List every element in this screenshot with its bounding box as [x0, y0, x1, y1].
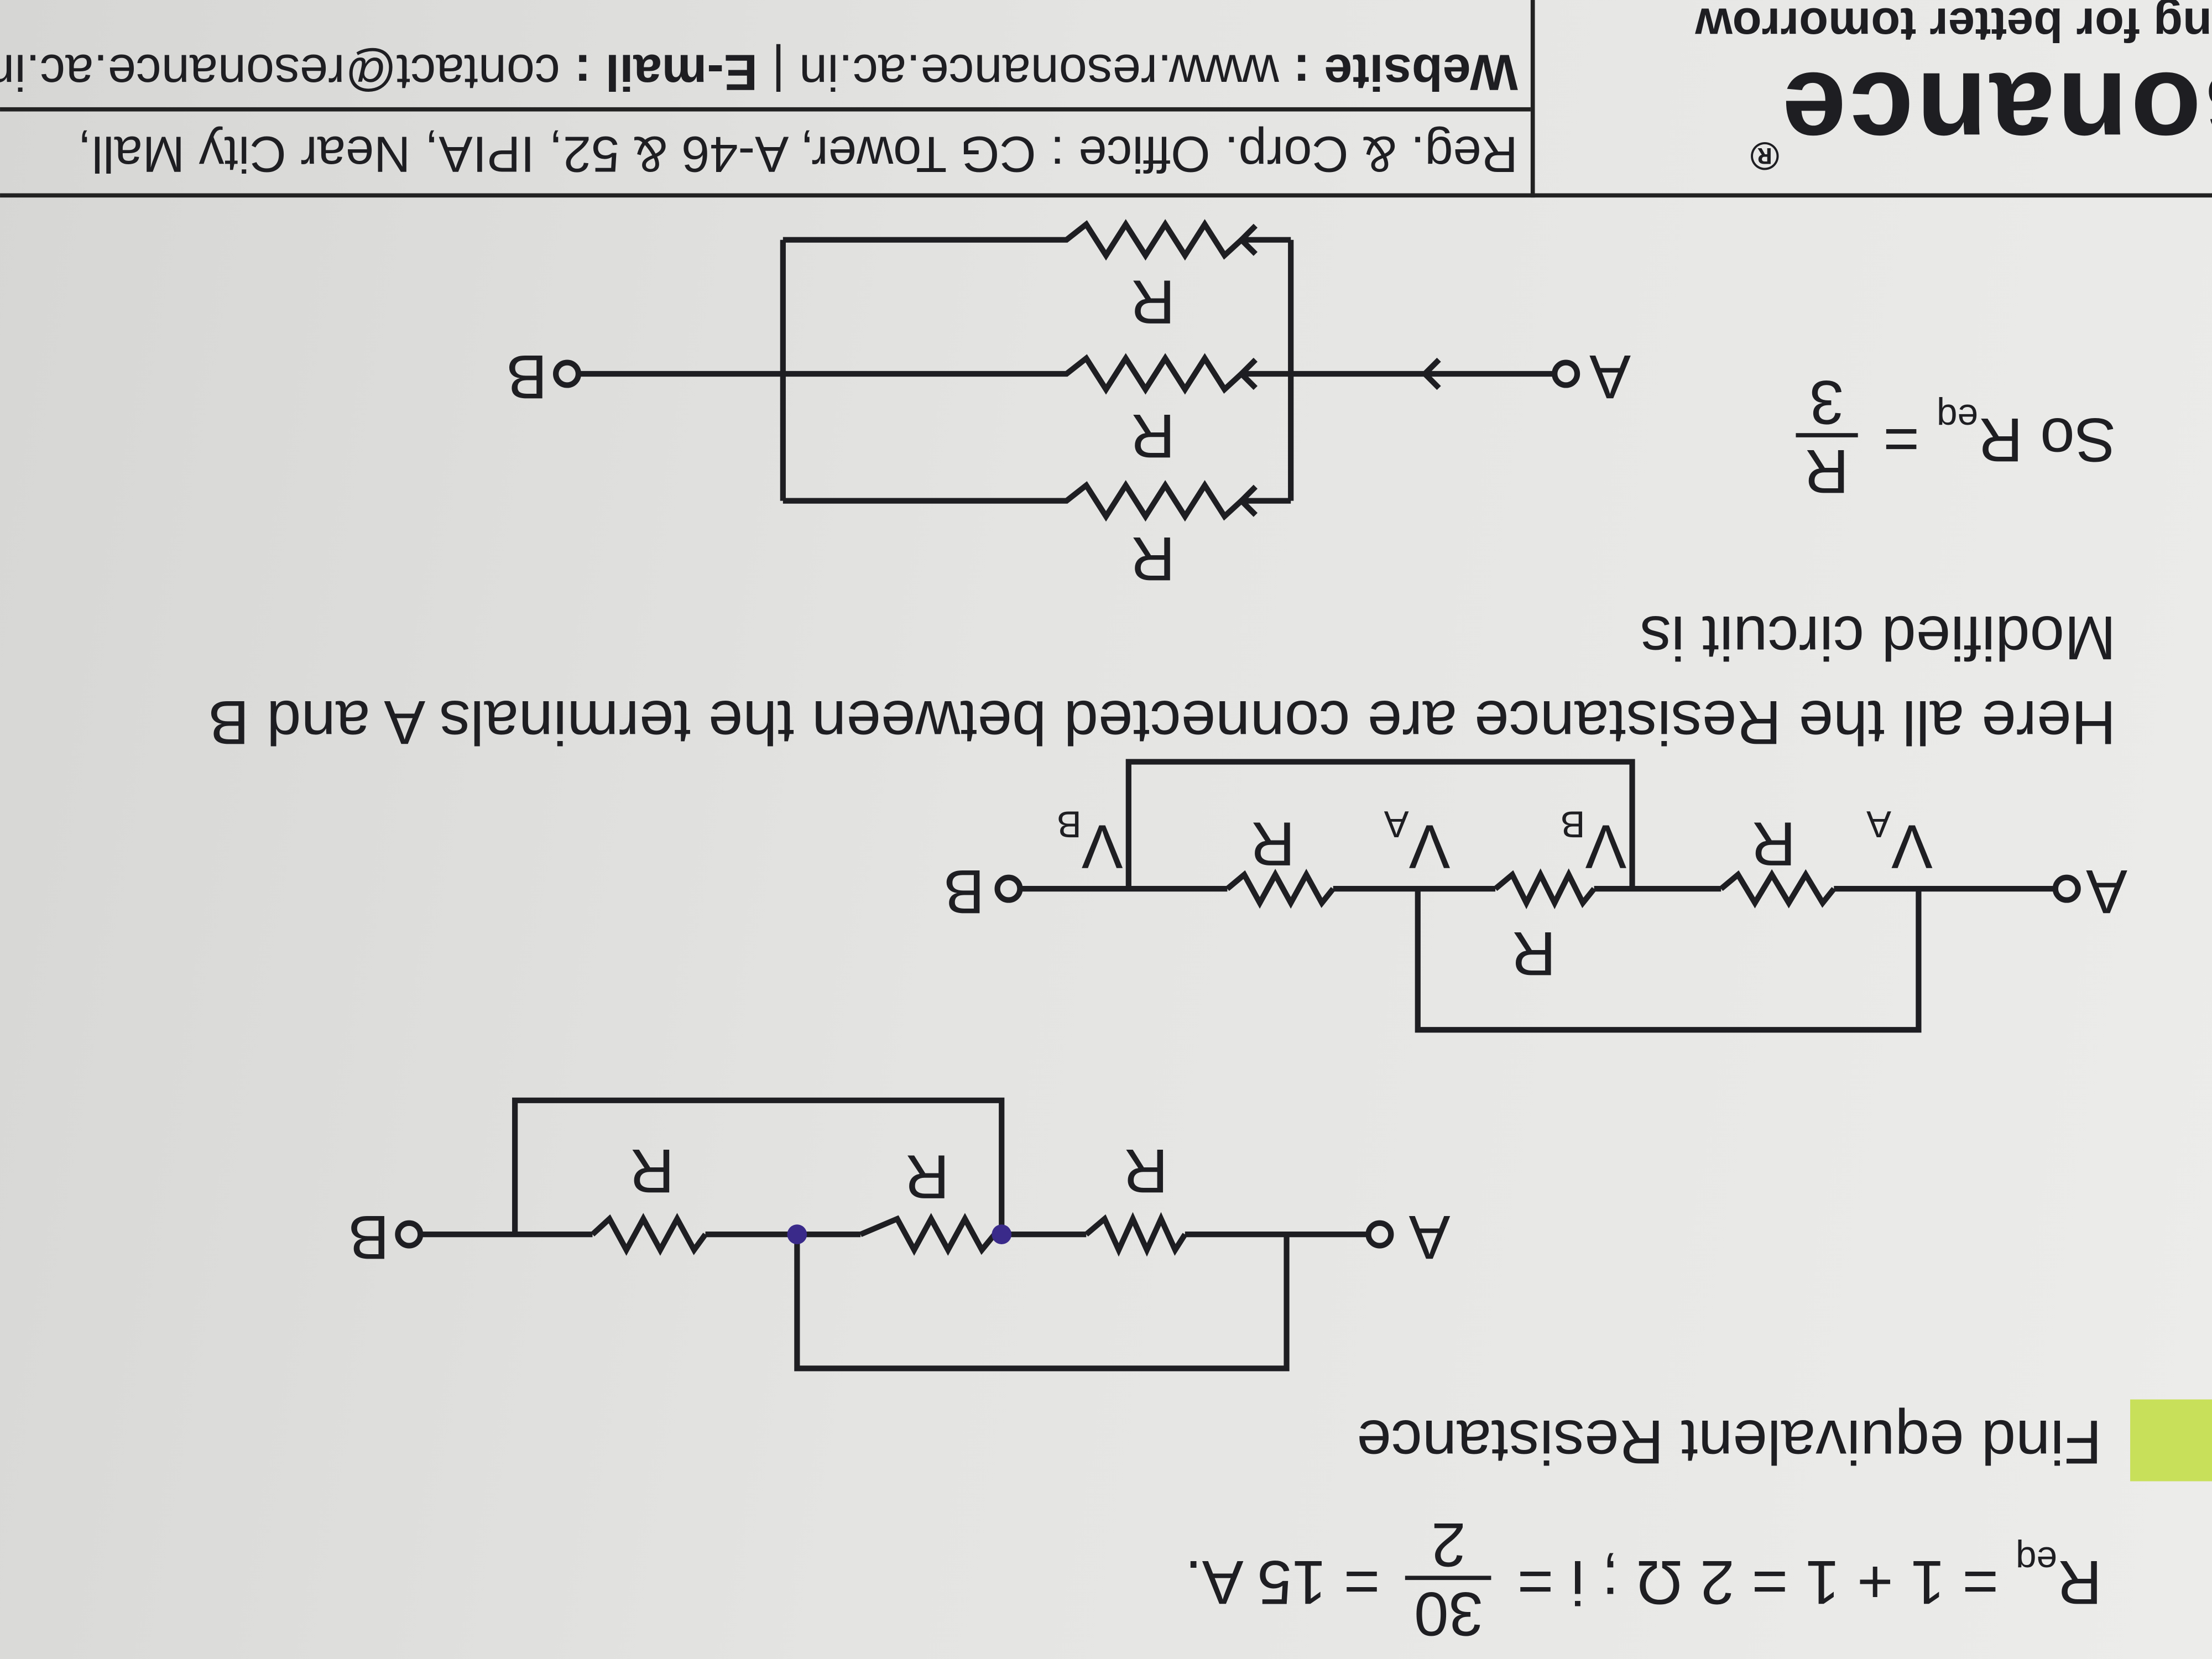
resistor-1: [1084, 1212, 1188, 1257]
address-box-divider: [0, 107, 1531, 112]
terminal-b-c2: [994, 874, 1023, 903]
arrow: [1421, 357, 1441, 390]
node-vb: VB: [1561, 802, 1627, 880]
resistor-2: [1493, 868, 1597, 910]
circuit-3: [553, 219, 1580, 522]
sub: B: [1056, 803, 1082, 846]
equals: =: [1866, 404, 1937, 474]
resistor-top: [782, 480, 1291, 522]
resistor-label: R: [1751, 808, 1796, 878]
circuit-1: [395, 1097, 1394, 1371]
office-address: Reg. & Corp. Office : CG Tower, A-46 & 5…: [77, 126, 1518, 184]
node-va: VA: [1866, 802, 1933, 880]
resistor-label: R: [904, 1141, 950, 1211]
resistor-label: R: [1130, 523, 1176, 593]
short-wire-2: [1125, 759, 1635, 889]
terminal-b-c3: [553, 359, 582, 388]
req-sub: eq: [1937, 396, 1978, 439]
numerator: R: [1796, 432, 1858, 505]
v: V: [1081, 811, 1123, 880]
email-label: E-mail :: [574, 44, 758, 102]
resistor-label: R: [629, 1135, 675, 1205]
short-wire-2: [512, 1097, 1005, 1235]
header-divider: [0, 193, 2212, 198]
resistor-label: R: [1130, 400, 1176, 470]
terminal-b-c1: [395, 1220, 424, 1249]
node-vb: VB: [1057, 802, 1123, 880]
resistor-3: [1225, 869, 1335, 909]
resistor-middle: [782, 353, 1291, 395]
v: V: [1408, 811, 1451, 880]
label-a: A: [1589, 341, 1631, 411]
sub: A: [1866, 803, 1892, 846]
terminal-a-c2: [2052, 874, 2081, 903]
short-wire-1: [794, 1234, 1290, 1371]
resistor-1: [1719, 869, 1837, 909]
junction-dot: [787, 1224, 807, 1245]
resistor-2: [859, 1213, 997, 1256]
node-va: VA: [1384, 802, 1451, 880]
arrow: [1237, 357, 1258, 390]
website-link: www.resonance.ac.in |: [758, 44, 1293, 102]
denominator: 3: [1809, 366, 1844, 436]
modified-circuit-text: Modified circuit is: [1640, 602, 2116, 672]
email-address: contact@resonance.ac.in: [0, 44, 575, 102]
terminal-a-c3: [1552, 359, 1580, 388]
junction-dot: [992, 1224, 1012, 1245]
label-a: A: [1408, 1202, 1451, 1271]
v: V: [1891, 811, 1933, 880]
explanation-text: Here all the Resistance are connected be…: [208, 687, 2116, 757]
sub: A: [1384, 803, 1409, 846]
resistor-bottom: [782, 219, 1291, 261]
website-label: Website :: [1293, 44, 1518, 102]
resistor-label: R: [1130, 267, 1176, 336]
so-req-prefix: So R: [1978, 404, 2116, 474]
resistor-label: R: [1511, 918, 1556, 988]
label-b: B: [348, 1202, 390, 1271]
logo-text: sonance: [1779, 48, 2212, 176]
v: V: [1585, 811, 1627, 880]
label-a: A: [2086, 856, 2127, 926]
short-wire-1: [1415, 889, 1922, 1033]
contact-line: Website : www.resonance.ac.in | E-mail :…: [0, 43, 1518, 102]
sub: B: [1560, 803, 1585, 846]
label-b: B: [943, 856, 985, 926]
resonance-logo: sonance®: [1747, 45, 2212, 178]
terminal-a-c1: [1365, 1220, 1394, 1249]
address-box-border: [1530, 0, 1535, 198]
arrow: [1237, 484, 1258, 517]
label-b: B: [505, 341, 547, 411]
resistor-3: [591, 1213, 708, 1256]
registered-mark: ®: [1747, 134, 1780, 178]
tagline: ng for better tomorrow: [1695, 0, 2212, 51]
arrow: [1237, 223, 1258, 256]
circuit-2: [994, 759, 2081, 1033]
resistor-label: R: [1250, 808, 1295, 878]
resistor-label: R: [1123, 1135, 1168, 1205]
